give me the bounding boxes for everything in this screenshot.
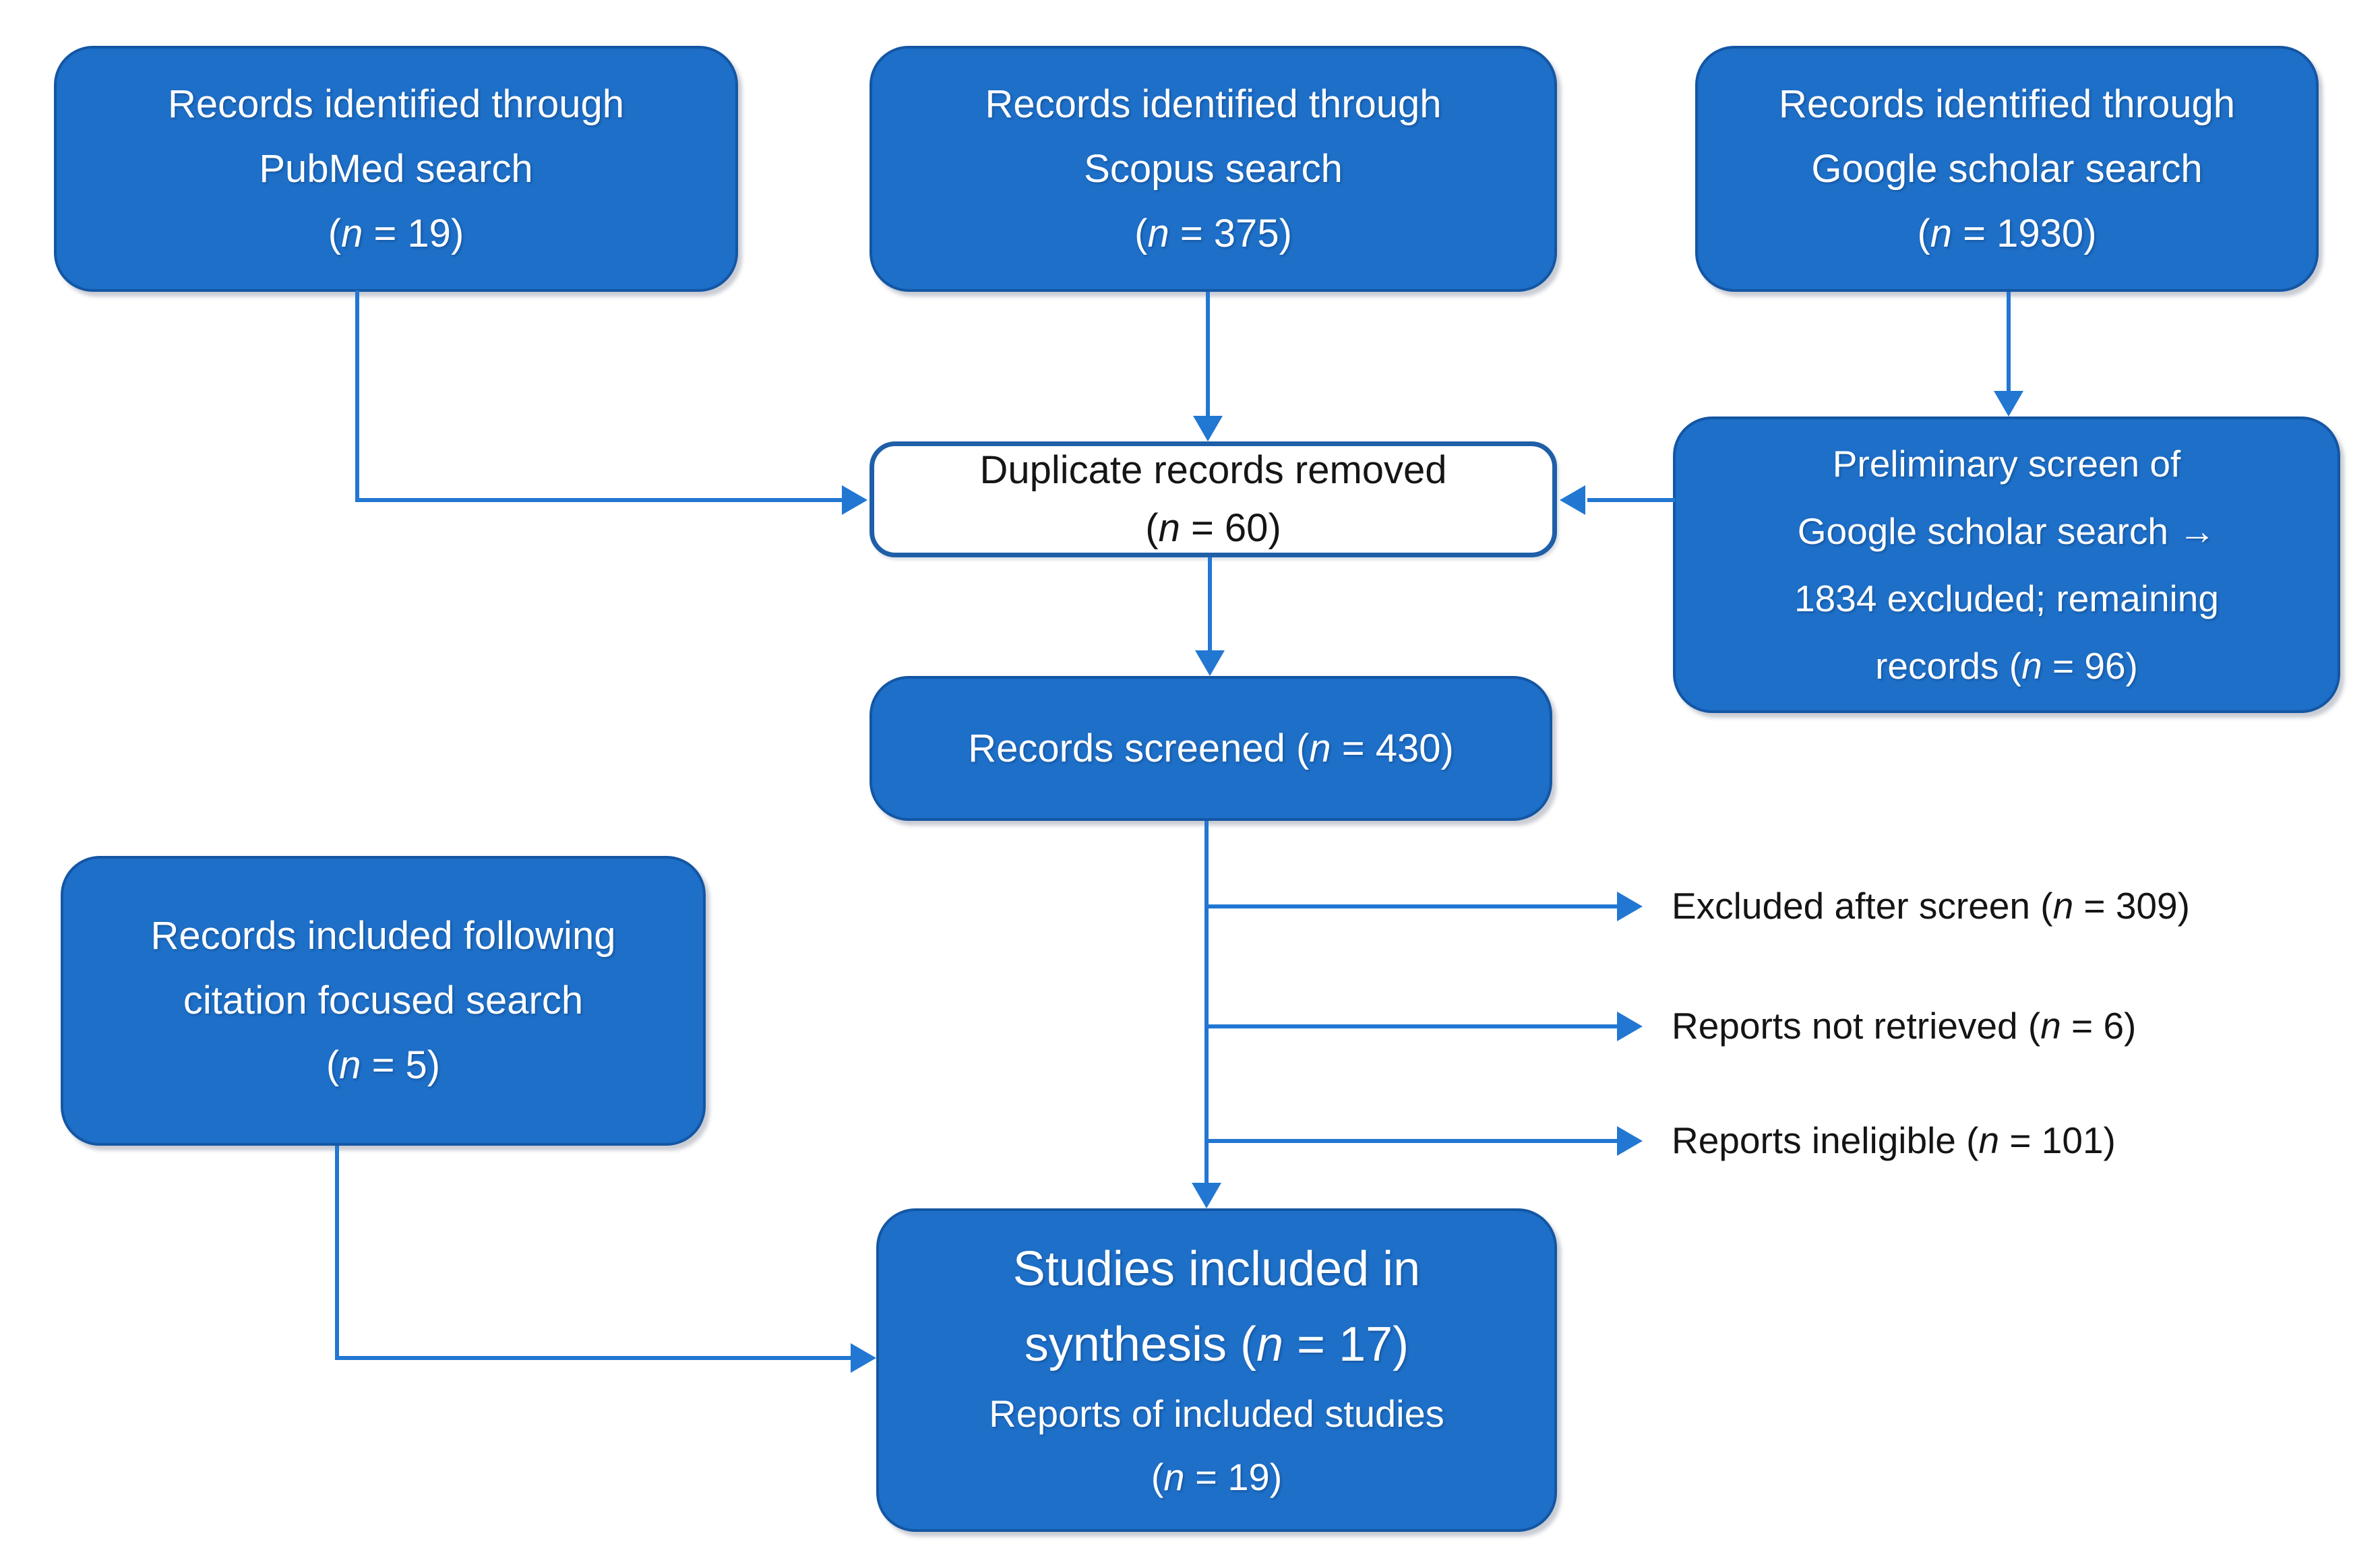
box-text-line: Scopus search: [1084, 146, 1343, 191]
box-text-line: synthesis (n = 17): [1024, 1318, 1409, 1371]
preliminary-screen-box: Preliminary screen of Google scholar sea…: [1673, 416, 2340, 713]
box-text-line: Studies included in: [1012, 1242, 1421, 1296]
records-screened-box: Records screened (n = 430): [869, 676, 1552, 821]
box-n-count: records (n = 96): [1875, 645, 2138, 687]
arrow-right-icon: [842, 485, 867, 515]
reports-not-retrieved-label: Reports not retrieved (n = 6): [1672, 1005, 2137, 1047]
connector-pubmed-elbow-horizontal: [355, 498, 842, 502]
arrow-left-icon: [1560, 485, 1585, 515]
box-text-line: Google scholar search →: [1797, 510, 2216, 552]
box-text-line: 1834 excluded; remaining: [1794, 578, 2219, 619]
arrow-down-icon: [1195, 650, 1225, 676]
box-n-count: (n = 375): [1134, 211, 1292, 255]
arrow-right-icon: [1617, 1012, 1643, 1041]
box-text-line: Reports of included studies: [989, 1392, 1444, 1435]
box-text-line: citation focused search: [183, 979, 584, 1022]
connector-citation-elbow-vertical: [335, 1146, 339, 1360]
connector-citation-elbow-horizontal: [335, 1356, 851, 1360]
google-scholar-records-box: Records identified through Google schola…: [1695, 46, 2319, 292]
connector-branch-not-retrieved: [1204, 1024, 1617, 1028]
connector-branch-ineligible: [1204, 1139, 1617, 1143]
connector-prelim-duplicate: [1587, 498, 1675, 502]
box-n-count: (n = 60): [1145, 506, 1281, 550]
box-n-count: (n = 1930): [1917, 211, 2097, 255]
studies-included-box: Studies included in synthesis (n = 17) R…: [876, 1208, 1557, 1532]
box-text-line: Records identified through: [985, 82, 1442, 126]
arrow-right-icon: [1617, 1126, 1643, 1156]
box-text-line: Records identified through: [1778, 82, 2236, 126]
pubmed-records-box: Records identified through PubMed search…: [54, 46, 738, 292]
connector-branch-excluded: [1204, 904, 1617, 908]
box-n-count: (n = 19): [328, 211, 464, 255]
connector-screened-synthesis: [1204, 821, 1209, 1183]
box-text-line: Records included following: [150, 914, 616, 958]
arrow-down-icon: [1192, 1183, 1221, 1208]
scopus-records-box: Records identified through Scopus search…: [869, 46, 1557, 292]
box-text-line: Records screened (n = 430): [968, 726, 1454, 770]
box-text-line: PubMed search: [259, 146, 533, 191]
duplicates-removed-box: Duplicate records removed (n = 60): [869, 441, 1557, 557]
arrow-right-icon: [1617, 892, 1643, 921]
connector-google-prelim: [2007, 292, 2011, 393]
connector-duplicate-screened: [1208, 557, 1212, 652]
arrow-right-icon: [851, 1343, 876, 1373]
box-text-line: Google scholar search: [1811, 146, 2203, 191]
box-n-count: (n = 19): [1151, 1456, 1283, 1498]
arrow-down-icon: [1994, 391, 2023, 416]
box-n-count: (n = 5): [326, 1043, 441, 1087]
box-text-line: Duplicate records removed: [979, 448, 1447, 492]
citation-search-box: Records included following citation focu…: [61, 856, 706, 1146]
box-text-line: Records identified through: [167, 82, 625, 126]
reports-ineligible-label: Reports ineligible (n = 101): [1672, 1119, 2116, 1161]
connector-pubmed-elbow-vertical: [355, 290, 359, 500]
connector-scopus-duplicate: [1206, 292, 1210, 416]
arrow-down-icon: [1193, 416, 1223, 441]
excluded-after-screen-label: Excluded after screen (n = 309): [1672, 885, 2190, 927]
box-text-line: Preliminary screen of: [1832, 443, 2181, 485]
